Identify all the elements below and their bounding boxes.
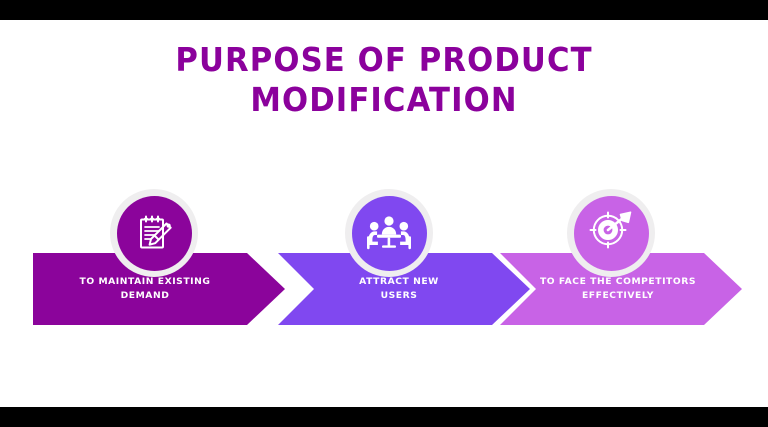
process-step-1-icon-disc xyxy=(116,195,192,271)
process-step-2-icon-disc xyxy=(351,195,427,271)
process-step-3-band[interactable]: TO FACE THE COMPETITORS EFFECTIVELY xyxy=(500,253,742,325)
process-step-2-icon-circle[interactable] xyxy=(345,189,433,277)
page-title: Purpose of Product Modification xyxy=(0,40,768,120)
page-title-line-1: Purpose of Product xyxy=(175,40,593,79)
target-dart-icon xyxy=(588,210,634,256)
process-step-1-label: TO MAINTAIN EXISTING DEMAND xyxy=(79,276,211,301)
meeting-table-people-icon xyxy=(366,213,412,253)
process-step-2-label: ATTRACT NEW USERS xyxy=(359,276,439,301)
notepad-pencil-icon xyxy=(132,211,176,255)
infographic-stage: Purpose of Product Modification TO MAINT… xyxy=(0,20,768,407)
process-step-3-icon-disc xyxy=(573,195,649,271)
page-title-line-2: Modification xyxy=(250,80,518,119)
process-step-1-icon-circle[interactable] xyxy=(110,189,198,277)
process-step-3-icon-circle[interactable] xyxy=(567,189,655,277)
process-step-3-label: TO FACE THE COMPETITORS EFFECTIVELY xyxy=(539,276,697,301)
